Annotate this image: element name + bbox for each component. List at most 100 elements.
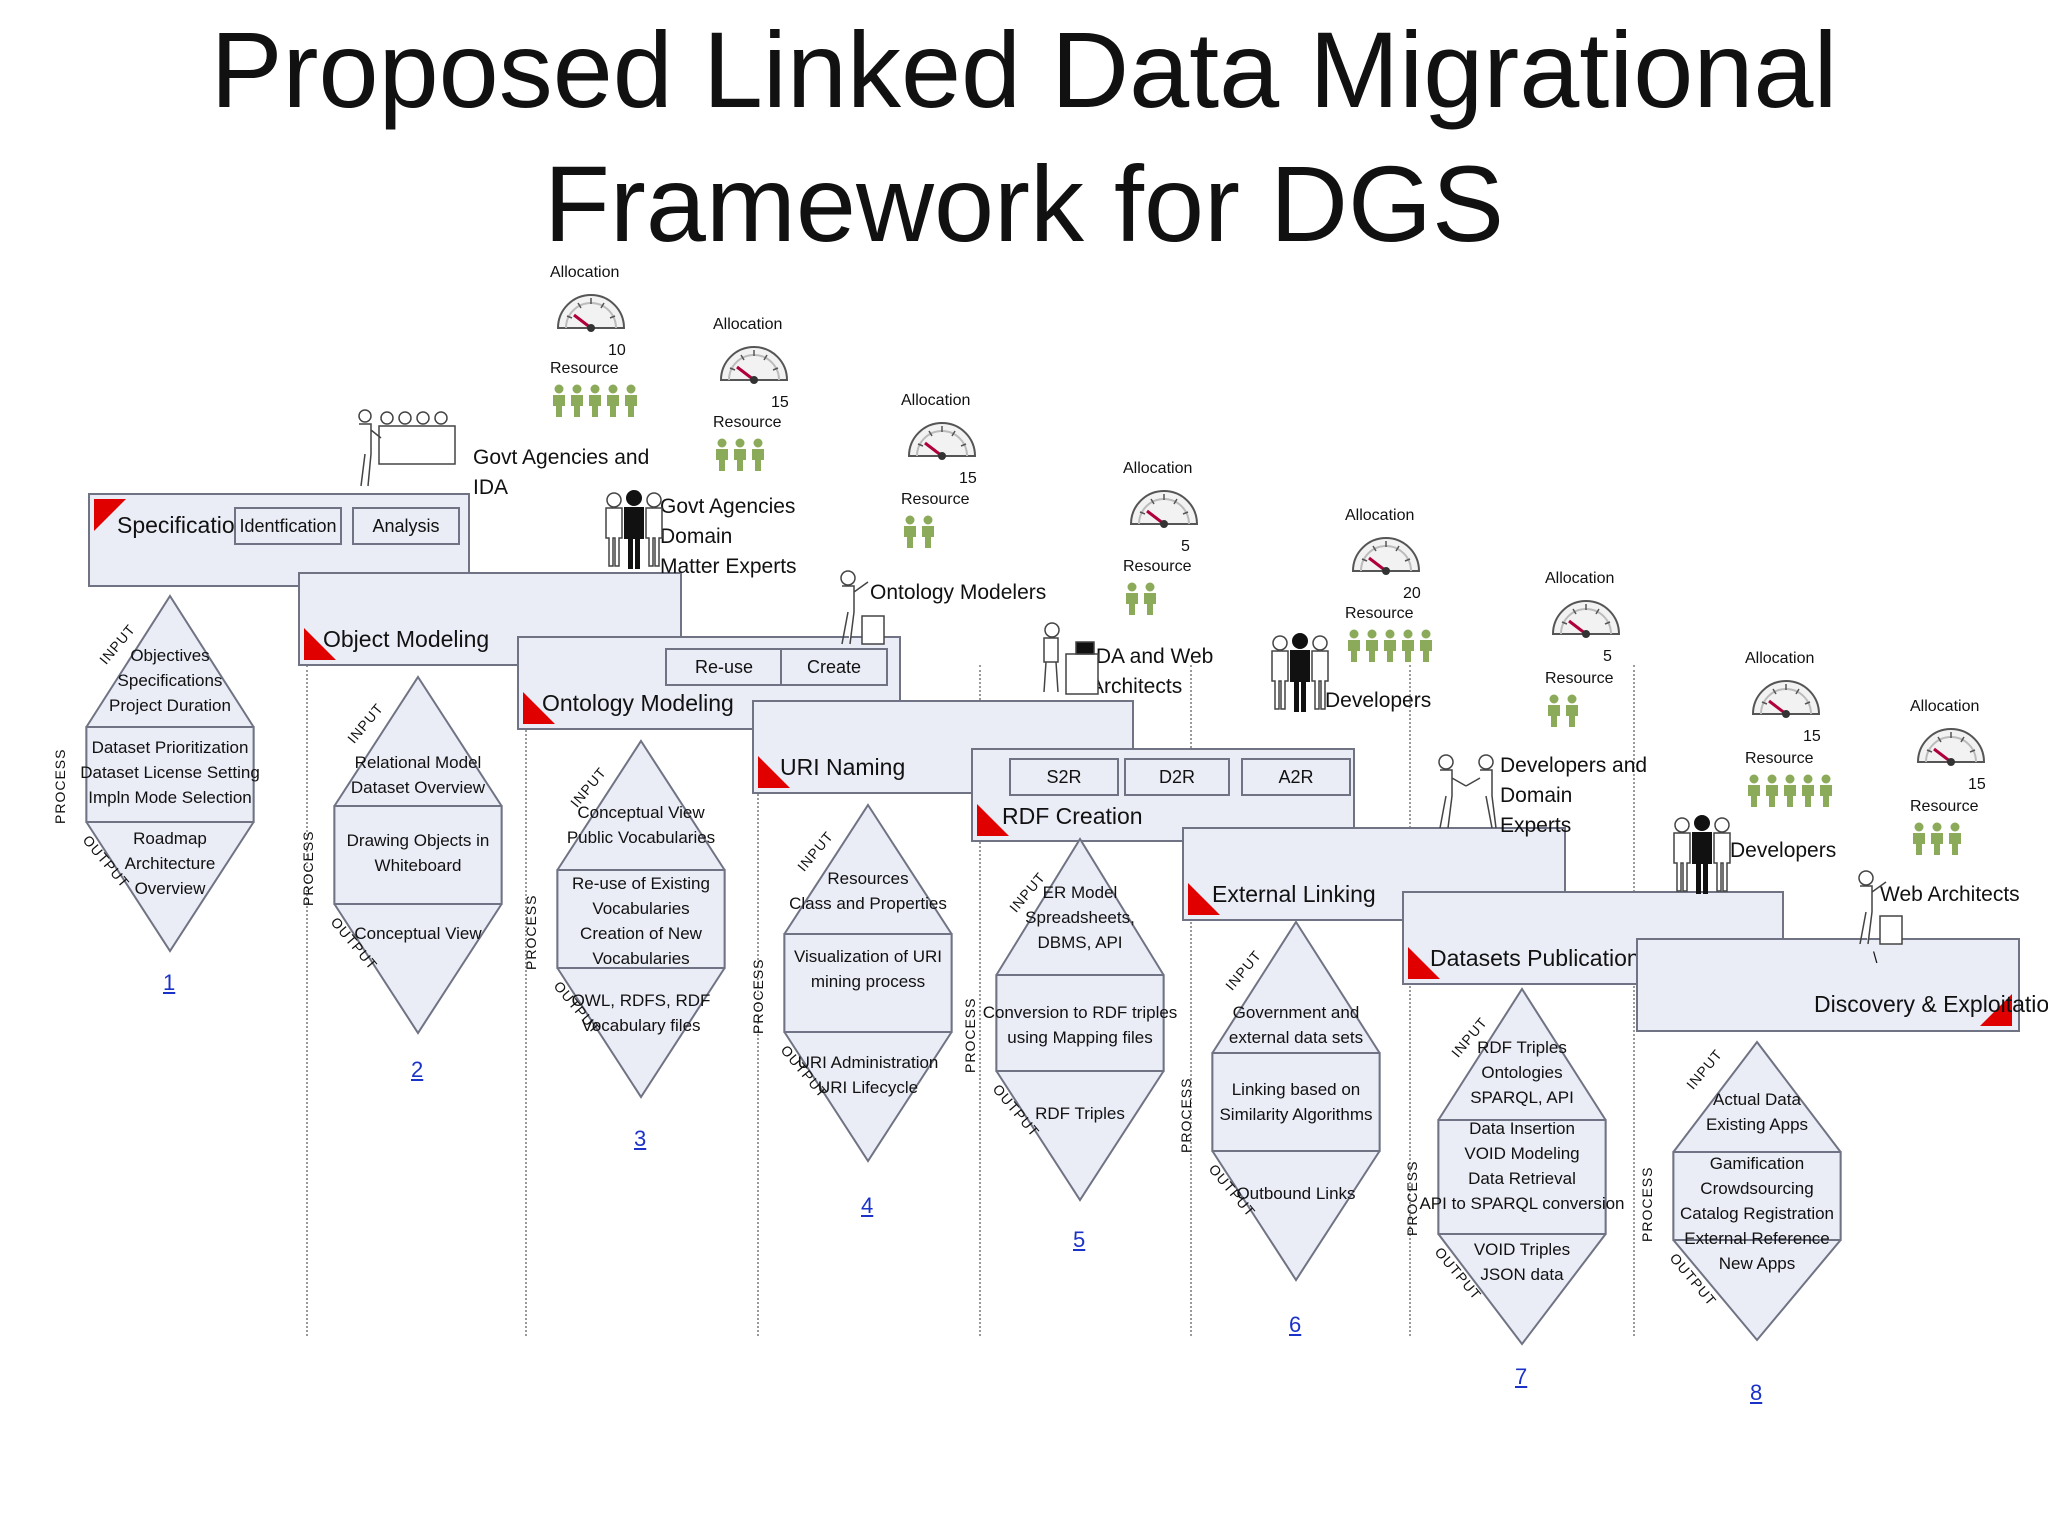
allocation-label: Allocation — [713, 316, 782, 334]
diamond-input-text: RDF Triples Ontologies SPARQL, API — [1392, 1035, 1652, 1110]
resource-label: Resource — [1545, 670, 1613, 688]
page-title-line-1: Proposed Linked Data Migrational — [0, 4, 2048, 136]
stage-subtask-box[interactable]: S2R — [1009, 758, 1119, 796]
allocation-value: 10 — [608, 342, 626, 360]
diamond-output-text: OWL, RDFS, RDF Vocabulary files — [511, 988, 771, 1038]
actor-figure-icon — [1266, 633, 1336, 713]
allocation-value: 15 — [1803, 728, 1821, 746]
actor-figure-icon — [1668, 815, 1738, 895]
allocation-gauge-icon — [905, 412, 979, 462]
allocation-value: 15 — [959, 470, 977, 488]
diamond-output-text: VOID Triples JSON data — [1392, 1237, 1652, 1287]
resource-people-icon — [713, 438, 767, 472]
allocation-label: Allocation — [1345, 507, 1414, 525]
allocation-value: 20 — [1403, 585, 1421, 603]
actor-figure-icon — [828, 568, 892, 648]
stage-title: Ontology Modeling — [542, 690, 734, 717]
diamond-input-text: Actual Data Existing Apps — [1627, 1087, 1887, 1137]
stage-number-link[interactable]: 3 — [634, 1126, 646, 1152]
process-label: PROCESS — [1639, 1167, 1655, 1242]
process-label: PROCESS — [1404, 1161, 1420, 1236]
resource-label: Resource — [1123, 558, 1191, 576]
actor-label: Ontology Modelers — [870, 578, 1070, 608]
allocation-gauge-icon — [1349, 527, 1423, 577]
process-label: PROCESS — [750, 959, 766, 1034]
actor-figure-icon — [355, 408, 465, 488]
diamond-input-text: Relational Model Dataset Overview — [288, 750, 548, 800]
allocation-label: Allocation — [1910, 698, 1979, 716]
diamond-input-text: ER Model Spreadsheets, DBMS, API — [950, 880, 1210, 955]
allocation-label: Allocation — [1545, 570, 1614, 588]
allocation-gauge-icon — [1127, 480, 1201, 530]
stray-mark: \ — [1873, 950, 1877, 968]
allocation-gauge-icon — [554, 284, 628, 334]
diamond-process-text: Data Insertion VOID Modeling Data Retrie… — [1392, 1116, 1652, 1216]
page-title-line-2: Framework for DGS — [0, 138, 2048, 270]
actor-figure-icon — [1846, 868, 1910, 948]
resource-people-icon — [1545, 694, 1581, 728]
resource-people-icon — [901, 515, 937, 549]
actor-label: Developers — [1325, 686, 1435, 716]
allocation-gauge-icon — [1914, 718, 1988, 768]
allocation-label: Allocation — [1745, 650, 1814, 668]
process-label: PROCESS — [300, 831, 316, 906]
stage-subtask-box[interactable]: Create — [780, 648, 888, 686]
actor-figure-icon — [1434, 752, 1498, 832]
resource-label: Resource — [1910, 798, 1978, 816]
stage-title: Object Modeling — [323, 626, 489, 653]
allocation-value: 15 — [1968, 776, 1986, 794]
stage-number-link[interactable]: 4 — [861, 1193, 873, 1219]
resource-people-icon — [1745, 774, 1835, 808]
diamond-output-text: Roadmap Architecture Overview — [40, 826, 300, 901]
resource-label: Resource — [901, 491, 969, 509]
allocation-value: 5 — [1603, 648, 1612, 666]
actor-label: Govt Agencies Domain Matter Experts — [660, 492, 850, 582]
resource-label: Resource — [550, 360, 618, 378]
diamond-process-text: Dataset Prioritization Dataset License S… — [40, 735, 300, 810]
stage-number-link[interactable]: 6 — [1289, 1312, 1301, 1338]
allocation-value: 5 — [1181, 538, 1190, 556]
resource-people-icon — [1123, 582, 1159, 616]
diamond-process-text: Drawing Objects in Whiteboard — [288, 828, 548, 878]
stage-title: URI Naming — [780, 754, 905, 781]
diamond-output-text: URI Administration URI Lifecycle — [738, 1050, 998, 1100]
stage-title: Discovery & Exploitation — [1814, 991, 2048, 1018]
stage-subtask-box[interactable]: D2R — [1124, 758, 1230, 796]
stage-title: Datasets Publication — [1430, 945, 1640, 972]
stage-number-link[interactable]: 1 — [163, 970, 175, 996]
process-label: PROCESS — [52, 749, 68, 824]
actor-label: IDA and Web Architects — [1090, 642, 1290, 702]
stage-subtask-box[interactable]: Analysis — [352, 507, 460, 545]
diamond-input-text: Objectives Specifications Project Durati… — [40, 643, 300, 718]
resource-people-icon — [1910, 822, 1964, 856]
stage-title: RDF Creation — [1002, 803, 1143, 830]
stage-subtask-box[interactable]: Re-use — [665, 648, 783, 686]
allocation-gauge-icon — [1549, 590, 1623, 640]
stage-subtask-box[interactable]: A2R — [1241, 758, 1351, 796]
stage-number-link[interactable]: 7 — [1515, 1364, 1527, 1390]
diamond-process-text: Linking based on Similarity Algorithms — [1166, 1077, 1426, 1127]
allocation-label: Allocation — [1123, 460, 1192, 478]
stage-number-link[interactable]: 5 — [1073, 1227, 1085, 1253]
actor-figure-icon — [1036, 620, 1100, 700]
diamond-input-text: Conceptual View Public Vocabularies — [511, 800, 771, 850]
process-label: PROCESS — [523, 895, 539, 970]
diamond-process-text: Gamification Crowdsourcing Catalog Regis… — [1627, 1151, 1887, 1276]
resource-label: Resource — [1345, 605, 1413, 623]
stage-number-link[interactable]: 2 — [411, 1057, 423, 1083]
diamond-output-text: Outbound Links — [1166, 1181, 1426, 1206]
allocation-gauge-icon — [1749, 670, 1823, 720]
process-label: PROCESS — [962, 998, 978, 1073]
resource-label: Resource — [1745, 750, 1813, 768]
stage-subtask-box[interactable]: Identfication — [234, 507, 342, 545]
stage-title: External Linking — [1212, 881, 1376, 908]
allocation-value: 15 — [771, 394, 789, 412]
diamond-input-text: Government and external data sets — [1166, 1000, 1426, 1050]
stage-title: Specification — [117, 512, 247, 539]
resource-people-icon — [1345, 629, 1435, 663]
process-label: PROCESS — [1178, 1078, 1194, 1153]
stage-number-link[interactable]: 8 — [1750, 1380, 1762, 1406]
diamond-process-text: Re-use of Existing Vocabularies Creation… — [511, 871, 771, 971]
resource-people-icon — [550, 384, 640, 418]
diamond-output-text: Conceptual View — [288, 921, 548, 946]
